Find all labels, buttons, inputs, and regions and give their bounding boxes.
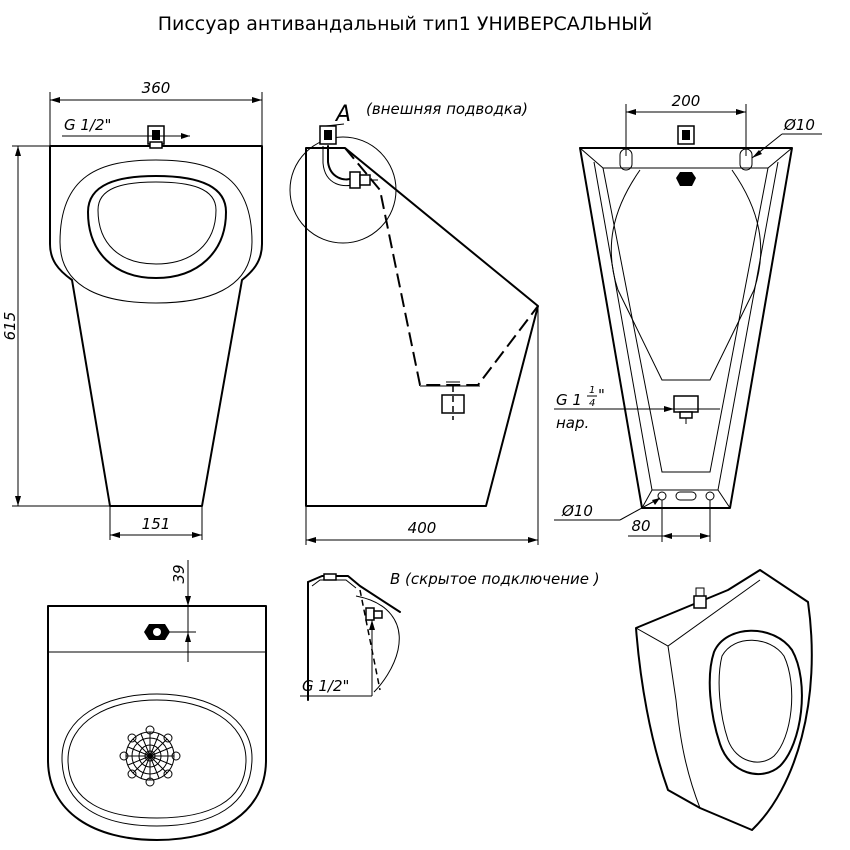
keyhole-left-icon xyxy=(619,148,633,171)
top-view: 39 xyxy=(47,560,267,841)
callout-a-note: (внешняя подводка) xyxy=(366,100,528,118)
bottom-slot-icon xyxy=(675,491,697,501)
callout-a-letter: А xyxy=(334,102,351,127)
detail-b-callout: В (скрытое подключение ) xyxy=(390,570,600,588)
back-nut-icon xyxy=(676,172,696,186)
back-outlet-label-den: 4 xyxy=(589,398,595,409)
back-outlet-icon xyxy=(673,395,699,413)
front-height-dimension: 615 xyxy=(1,312,19,341)
detail-a-circle xyxy=(289,136,397,244)
top-offset-dimension: 39 xyxy=(170,564,188,583)
back-bottom-hole-dimension: Ø10 xyxy=(561,502,593,520)
back-outlet-label-num: 1 xyxy=(589,385,595,396)
side-view: 400 А (внешняя подводка) xyxy=(289,100,539,545)
front-bottom-dimension: 151 xyxy=(142,515,171,533)
back-outlet-label-note: нар. xyxy=(556,414,589,432)
side-depth-dimension: 400 xyxy=(408,519,437,537)
back-outlet-label-main: G 1 xyxy=(556,391,582,409)
detail-b-view: G 1/2" В (скрытое подключение ) xyxy=(300,570,600,701)
front-view: 360 615 151 G 1/2" xyxy=(1,79,263,540)
drawing-title: Писсуар антивандальный тип1 УНИВЕРСАЛЬНЫ… xyxy=(158,12,653,35)
back-view: 200 Ø10 G 1 1 4 " нар. Ø10 80 xyxy=(554,92,822,542)
isometric-view xyxy=(635,569,813,831)
keyhole-right-icon xyxy=(739,148,753,171)
back-top-hole-dimension: Ø10 xyxy=(783,116,815,134)
back-bottom-span-dimension: 80 xyxy=(631,517,650,535)
front-pipe-label: G 1/2" xyxy=(64,116,111,134)
iso-fitting-icon xyxy=(693,595,707,609)
drain-grate-icon xyxy=(119,725,181,787)
front-width-dimension: 360 xyxy=(142,79,171,97)
detail-b-pipe-label: G 1/2" xyxy=(302,677,349,695)
back-outlet-label-quote: " xyxy=(598,386,605,404)
back-top-span-dimension: 200 xyxy=(672,92,701,110)
bottom-hole-right-icon xyxy=(705,491,715,501)
